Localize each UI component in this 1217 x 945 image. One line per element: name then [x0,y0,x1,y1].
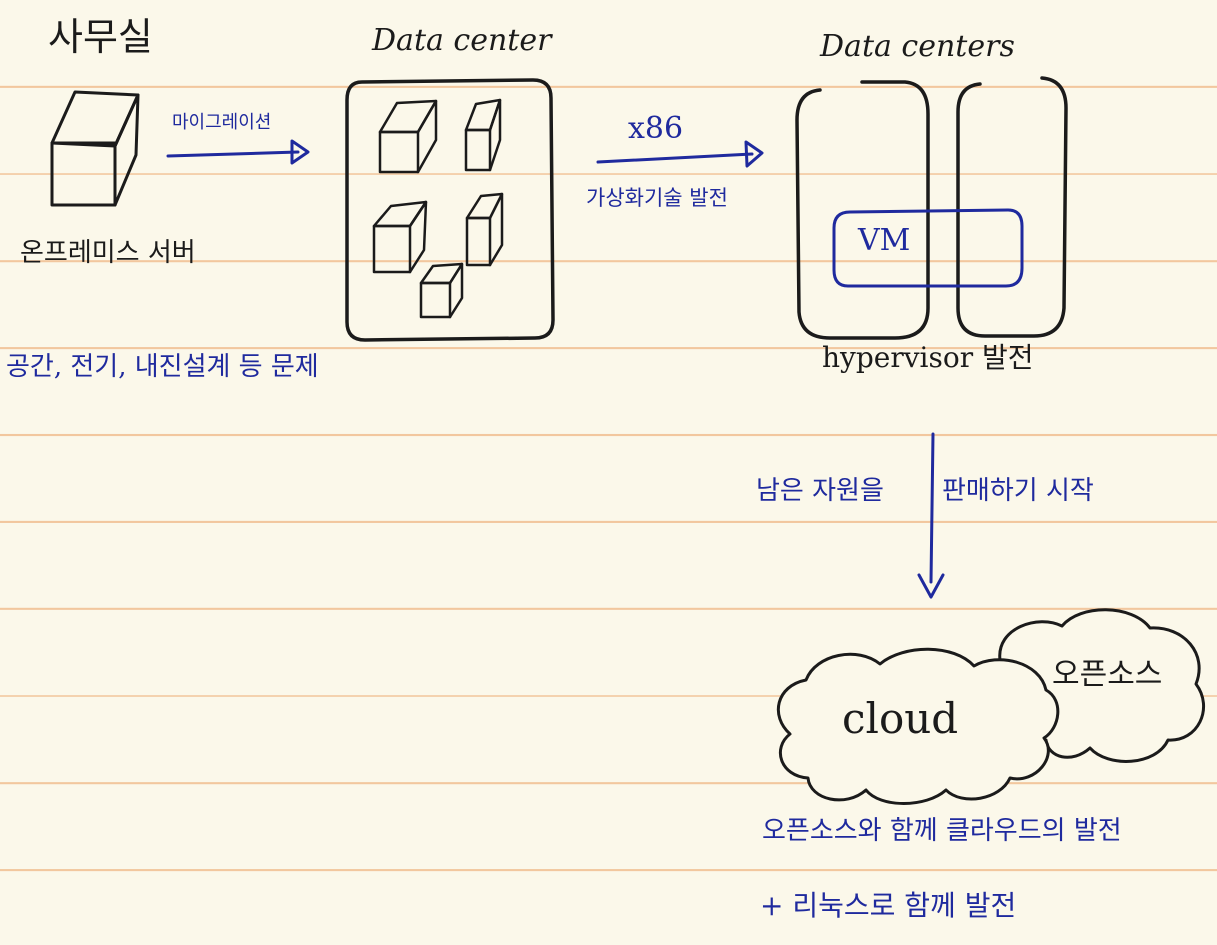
down-arrow [917,432,945,599]
start-selling-label: 판매하기 시작 [942,476,1094,506]
remaining-resources-label: 남은 자원을 [756,476,884,506]
datacenter-server-3 [372,200,428,274]
datacenter-box [345,78,555,342]
datacenter-server-2 [464,98,502,172]
office-title: 사무실 [48,15,153,59]
cloud-label: cloud [842,694,959,743]
x86-label: x86 [628,111,684,146]
datacenter-server-1 [378,99,438,174]
main-cloud [776,647,1060,805]
x86-arrow [596,140,764,168]
office-problem-note: 공간, 전기, 내진설계 등 문제 [6,352,319,382]
vm-box [832,208,1024,288]
migration-arrow [166,139,310,165]
linux-note: + 리눅스로 함께 발전 [760,889,1017,922]
virtualization-label: 가상화기술 발전 [586,186,728,210]
opensource-cloud-note: 오픈소스와 함께 클라우드의 발전 [762,816,1122,846]
vm-label: VM [858,223,911,258]
opensource-label: 오픈소스 [1052,657,1163,692]
datacenter-server-4 [465,192,504,267]
datacenter-title: Data center [372,23,552,58]
hypervisor-caption: hypervisor 발전 [822,341,1034,374]
datacenters-right-pillar [956,76,1068,338]
office-server-cube [50,90,140,207]
datacenters-left-pillar [795,80,930,340]
datacenters-title: Data centers [820,29,1015,64]
migration-label: 마이그레이션 [172,112,272,133]
office-caption: 온프레미스 서버 [20,238,196,268]
datacenter-server-5 [419,262,464,319]
